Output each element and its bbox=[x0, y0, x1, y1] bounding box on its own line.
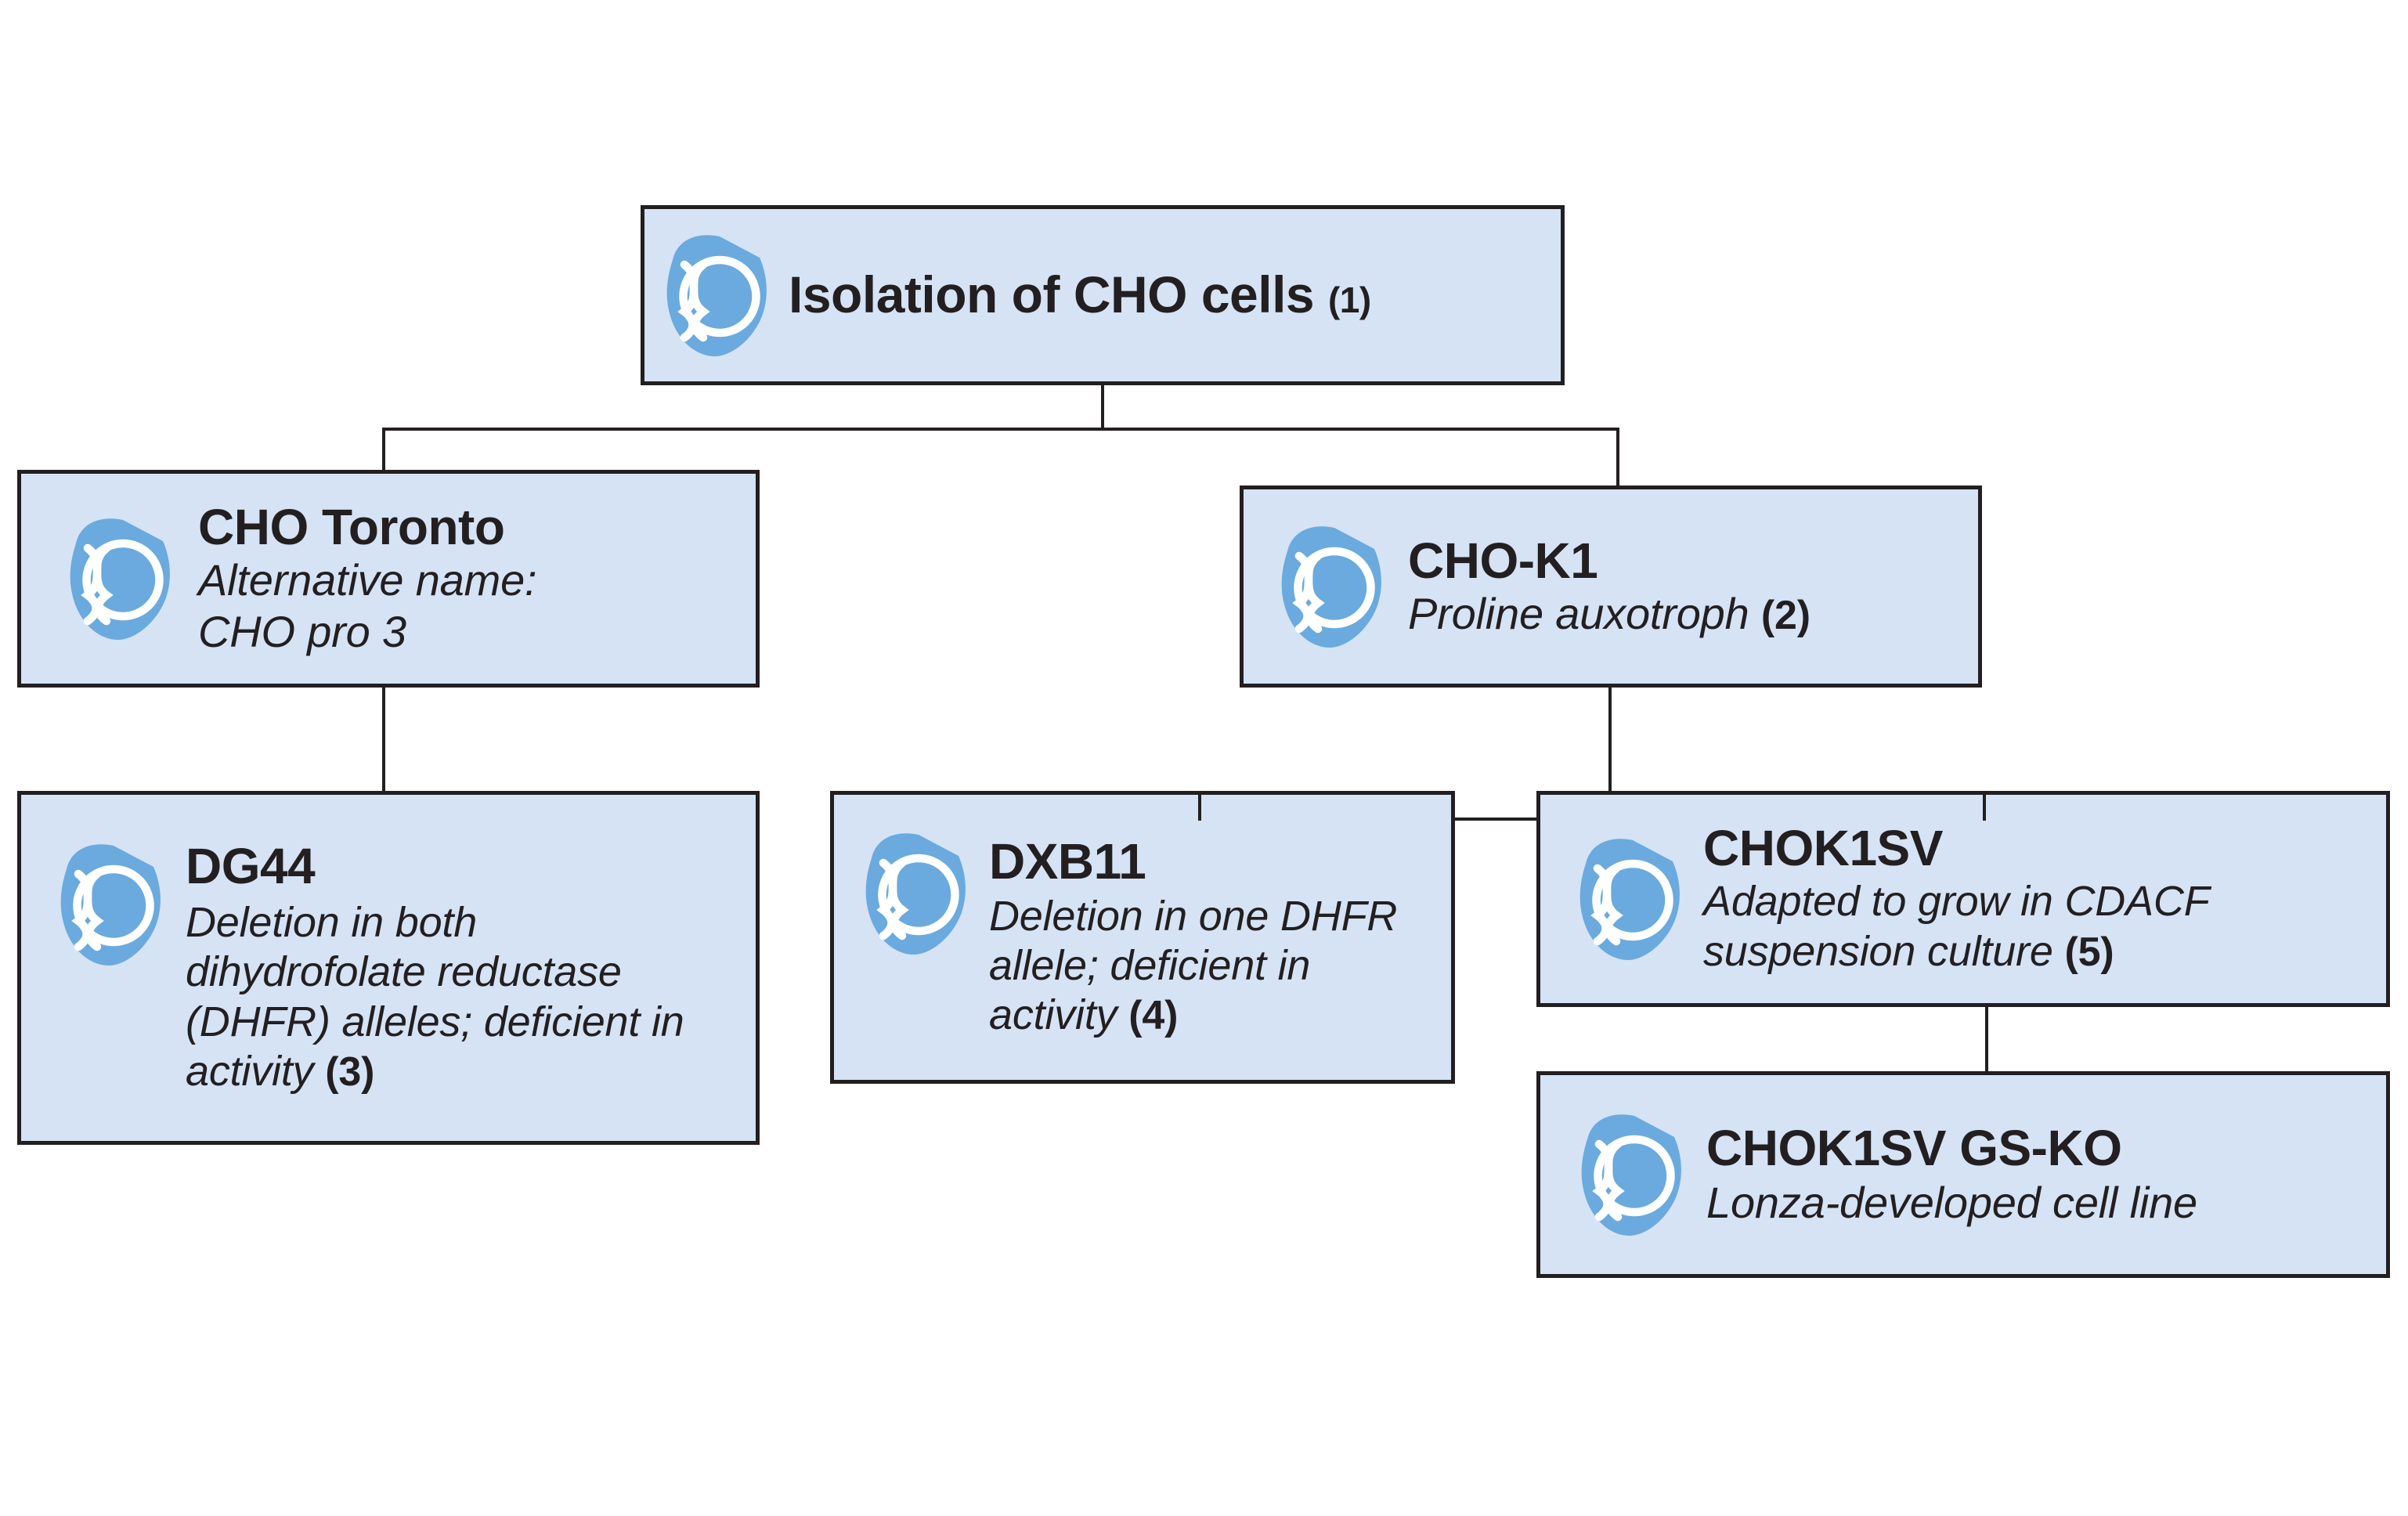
connector-chok1-down bbox=[1608, 686, 1612, 819]
node-subtitle-line: allele; deficient in bbox=[989, 941, 1311, 989]
node-dxb11[interactable]: DXB11 Deletion in one DHFR allele; defic… bbox=[830, 791, 1455, 1084]
node-subtitle-line: activity (3) bbox=[186, 1047, 375, 1095]
node-reference: (5) bbox=[2064, 929, 2114, 975]
node-text-cho-toronto: CHO Toronto Alternative name: CHO pro 3 bbox=[198, 500, 756, 657]
node-title: CHOK1SV bbox=[1703, 820, 1943, 877]
connector-to-cho-k1 bbox=[1616, 428, 1619, 487]
connector-riser-dxb11 bbox=[1198, 791, 1201, 821]
connector-toronto-to-dg44 bbox=[382, 686, 385, 792]
node-subtitle-line: Lonza-developed cell line bbox=[1706, 1177, 2197, 1227]
node-reference: (3) bbox=[325, 1049, 375, 1095]
cell-dna-icon bbox=[60, 844, 161, 966]
node-text-cho-k1: CHO-K1 Proline auxotroph (2) bbox=[1408, 532, 1978, 640]
node-text-chok1sv: CHOK1SV Adapted to grow in CDACF suspens… bbox=[1703, 821, 2386, 976]
node-cho-toronto[interactable]: CHO Toronto Alternative name: CHO pro 3 bbox=[17, 470, 760, 688]
node-reference: (4) bbox=[1128, 993, 1179, 1039]
cell-dna-icon bbox=[70, 518, 170, 640]
node-subtitle-line: Alternative name: bbox=[198, 555, 537, 605]
node-reference: (2) bbox=[1760, 592, 1811, 638]
connector-level1-bus bbox=[382, 428, 1619, 431]
node-text-root: Isolation of CHO cells (1) bbox=[789, 267, 1561, 323]
node-title: CHO Toronto bbox=[198, 498, 505, 555]
node-subtitle-line: (DHFR) alleles; deficient in bbox=[186, 998, 684, 1045]
node-title: CHO-K1 bbox=[1408, 532, 1598, 589]
node-subtitle-line: suspension culture (5) bbox=[1703, 927, 2114, 975]
node-subtitle-line: Proline auxotroph (2) bbox=[1408, 588, 1811, 638]
node-dg44[interactable]: DG44 Deletion in both dihydrofolate redu… bbox=[17, 791, 760, 1145]
connector-root-down bbox=[1101, 385, 1104, 431]
cell-dna-icon bbox=[666, 235, 767, 356]
node-text-dxb11: DXB11 Deletion in one DHFR allele; defic… bbox=[989, 832, 1451, 1041]
node-text-chok1sv-gs-ko: CHOK1SV GS-KO Lonza-developed cell line bbox=[1706, 1121, 2386, 1229]
node-subtitle-line: Adapted to grow in CDACF bbox=[1703, 878, 2210, 926]
node-subtitle-line: Deletion in both bbox=[186, 899, 478, 947]
node-chok1sv-gs-ko[interactable]: CHOK1SV GS-KO Lonza-developed cell line bbox=[1536, 1071, 2390, 1278]
node-reference: (1) bbox=[1327, 280, 1371, 321]
cell-dna-icon bbox=[865, 833, 966, 955]
node-isolation-of-cho-cells[interactable]: Isolation of CHO cells (1) bbox=[641, 205, 1565, 385]
node-title: CHOK1SV GS-KO bbox=[1706, 1119, 2122, 1176]
node-subtitle-line: activity (4) bbox=[989, 991, 1179, 1039]
node-subtitle-line: CHO pro 3 bbox=[198, 606, 406, 656]
cell-dna-icon bbox=[1281, 526, 1381, 648]
node-subtitle-line: dihydrofolate reductase bbox=[186, 948, 622, 996]
cell-dna-icon bbox=[1581, 1114, 1681, 1236]
node-subtitle-line: Deletion in one DHFR bbox=[989, 892, 1398, 940]
node-text-dg44: DG44 Deletion in both dihydrofolate redu… bbox=[186, 839, 756, 1096]
node-cho-k1[interactable]: CHO-K1 Proline auxotroph (2) bbox=[1240, 485, 1982, 688]
node-title: DXB11 bbox=[989, 832, 1146, 890]
connector-riser-chok1sv bbox=[1983, 791, 1986, 821]
connector-chok1sv-to-gsko bbox=[1985, 1005, 1988, 1074]
node-title: DG44 bbox=[186, 838, 316, 895]
connector-to-cho-toronto bbox=[382, 428, 385, 471]
cell-dna-icon bbox=[1579, 839, 1680, 960]
node-chok1sv[interactable]: CHOK1SV Adapted to grow in CDACF suspens… bbox=[1536, 791, 2390, 1007]
node-title: Isolation of CHO cells (1) bbox=[789, 265, 1371, 324]
